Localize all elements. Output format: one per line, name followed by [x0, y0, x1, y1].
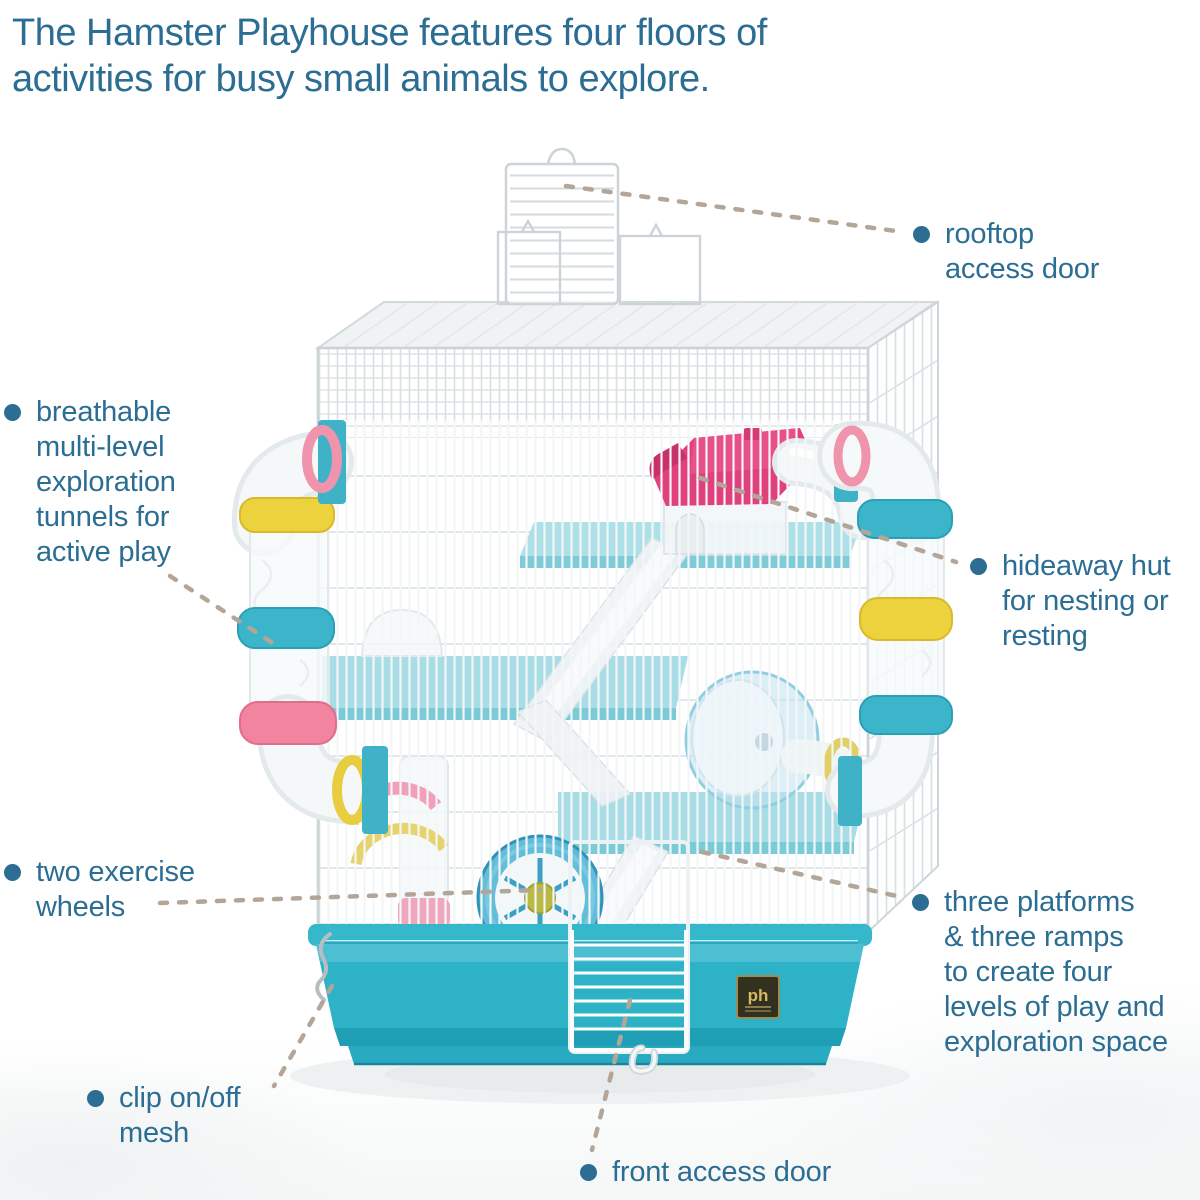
callout-bullet — [4, 404, 21, 421]
leader-line-rooftop — [563, 183, 906, 235]
front-access-door — [568, 840, 690, 1075]
brand-badge: ph — [736, 975, 780, 1019]
callout-rooftop-access-door: rooftop access door — [913, 217, 1099, 287]
callout-exploration-tunnels: breathable multi-level exploration tunne… — [4, 395, 176, 570]
leader-line-platforms — [699, 849, 904, 900]
leader-line-hideaway — [697, 475, 959, 565]
leader-line-tunnels — [167, 573, 277, 647]
callout-label: rooftop access door — [945, 218, 1100, 285]
callout-label: hideaway hut for nesting or resting — [1002, 550, 1171, 652]
tunnel-ring-pink — [239, 701, 337, 745]
tunnel-port-plate-right-bottom — [838, 756, 862, 826]
callout-label: two exercise wheels — [36, 856, 195, 923]
callout-label: front access door — [612, 1156, 832, 1188]
callout-exercise-wheels: two exercise wheels — [4, 855, 195, 925]
callout-label: breathable multi-level exploration tunne… — [36, 396, 176, 568]
tunnel-ring-teal-right2 — [859, 695, 953, 735]
rooftop-door-frame-left — [496, 218, 562, 306]
page-title: The Hamster Playhouse features four floo… — [12, 12, 767, 100]
callout-label: clip on/off mesh — [119, 1082, 241, 1149]
tunnel-ring-yellow — [239, 497, 335, 533]
tunnel-port-plate-bottom — [362, 746, 388, 834]
tunnel-ring-teal — [237, 607, 335, 649]
callout-hideaway-hut: hideaway hut for nesting or resting — [970, 549, 1171, 654]
callout-bullet — [87, 1090, 104, 1107]
callout-bullet — [4, 864, 21, 881]
callout-front-access-door: front access door — [580, 1155, 831, 1190]
leader-line-clip — [271, 983, 335, 1089]
mesh-clip — [315, 932, 332, 1002]
callout-label: three platforms & three ramps to create … — [944, 886, 1168, 1058]
callout-bullet — [580, 1164, 597, 1181]
tunnel-ring-yellow-right — [859, 597, 953, 641]
rooftop-door-frame-right — [618, 222, 702, 306]
leader-line-front — [589, 997, 633, 1153]
svg-text:ph: ph — [748, 986, 769, 1005]
tunnel-port-ring-pink — [302, 425, 342, 493]
right-tunnel — [817, 420, 953, 826]
callout-clip-mesh: clip on/off mesh — [87, 1081, 241, 1151]
rooftop-access-door — [496, 147, 702, 306]
callout-platforms-ramps: three platforms & three ramps to create … — [912, 885, 1168, 1060]
tunnel-ring-teal-right1 — [857, 499, 953, 539]
left-tunnel — [232, 420, 388, 834]
leader-line-wheels — [157, 887, 543, 906]
callout-bullet — [912, 894, 929, 911]
callout-bullet — [913, 226, 930, 243]
front-wire-overlay — [322, 420, 866, 932]
callout-bullet — [970, 558, 987, 575]
cage-top-face — [314, 301, 940, 349]
tunnel-port-ring-pink-right — [833, 425, 871, 487]
